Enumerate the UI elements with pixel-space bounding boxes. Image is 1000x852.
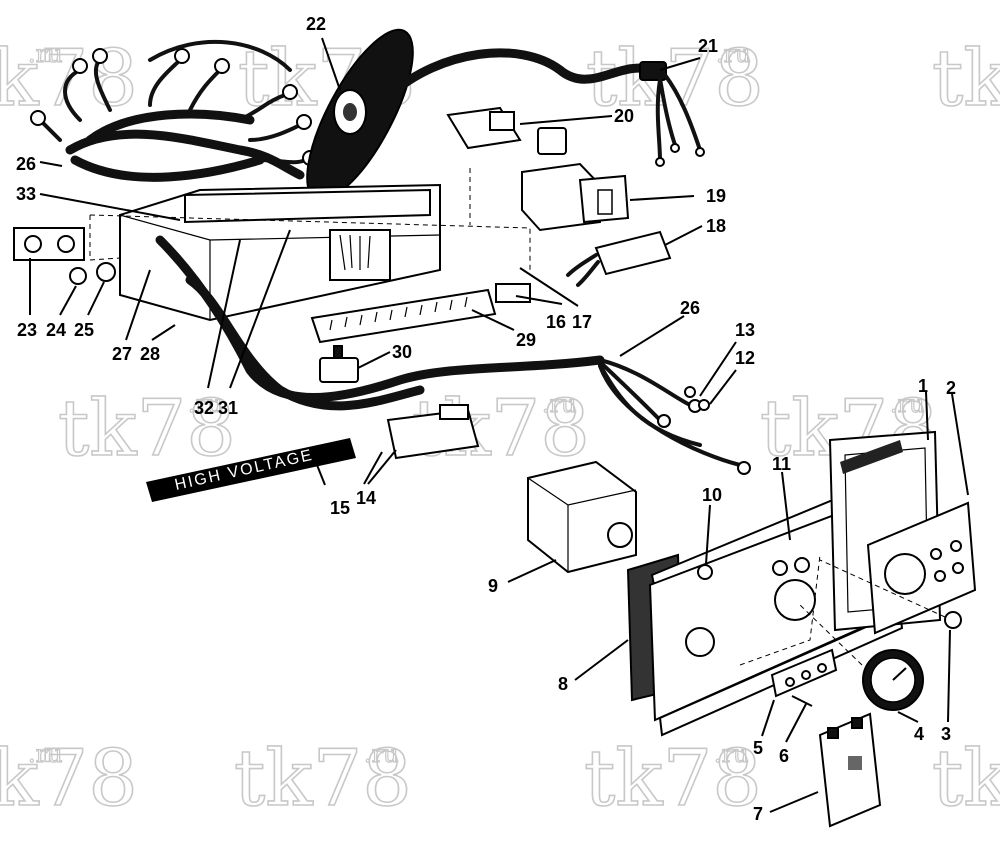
terminal-strip [566, 230, 672, 287]
callout-14: 14 [356, 488, 376, 508]
switch [319, 345, 359, 383]
cable-connector [639, 61, 705, 167]
callout-30: 30 [392, 342, 412, 362]
lens-24 [69, 267, 87, 285]
callout-22: 22 [306, 14, 326, 34]
block-16 [495, 283, 531, 303]
svg-text:.ru: .ru [890, 390, 925, 418]
watermark: tk78.ru [585, 33, 764, 125]
callout-23: 23 [17, 320, 37, 340]
watermark: tk78 [931, 33, 1000, 125]
callout-18: 18 [706, 216, 726, 236]
callout-10: 10 [702, 485, 722, 505]
svg-text:tk78: tk78 [932, 34, 1000, 124]
callout-20: 20 [614, 106, 634, 126]
callout-2: 2 [946, 378, 956, 398]
harness-ends [598, 358, 751, 475]
svg-text:tk78: tk78 [58, 384, 236, 474]
svg-text:.ru: .ru [28, 740, 63, 768]
callout-6: 6 [779, 746, 789, 766]
callout-32: 32 [194, 398, 214, 418]
callout-29: 29 [516, 330, 536, 350]
callout-5: 5 [753, 738, 763, 758]
callout-27: 27 [112, 344, 132, 364]
callout-17: 17 [572, 312, 592, 332]
callout-26-top: 26 [16, 154, 36, 174]
watermark: tk78 [931, 733, 1000, 825]
callout-9: 9 [488, 576, 498, 596]
watermark: tk78.ru [233, 733, 412, 825]
callout-1: 1 [918, 376, 928, 396]
harness-branch [185, 275, 425, 411]
callout-21: 21 [698, 36, 718, 56]
svg-text:tk78: tk78 [586, 34, 764, 124]
plate-screw [791, 695, 813, 707]
watermark: tk78.ru [57, 383, 236, 475]
transformer [527, 460, 637, 574]
svg-text:.ru: .ru [364, 740, 399, 768]
watermark: tk78.ru [0, 733, 139, 825]
terminal-board [310, 288, 497, 344]
callout-31: 31 [218, 398, 238, 418]
svg-text:.ru: .ru [28, 40, 63, 68]
callout-19: 19 [706, 186, 726, 206]
callout-16: 16 [546, 312, 566, 332]
leader-lines [29, 37, 969, 813]
watermark: tk78.ru [583, 733, 762, 825]
callout-13: 13 [735, 320, 755, 340]
label-plate [770, 648, 838, 698]
svg-text:tk78: tk78 [0, 734, 138, 824]
callout-11: 11 [772, 454, 791, 474]
callout-numbers: 1 2 3 4 5 6 7 8 9 10 11 12 13 14 15 16 1… [16, 14, 956, 824]
callout-3: 3 [941, 724, 951, 744]
callout-26-mid: 26 [680, 298, 700, 318]
svg-text:tk78: tk78 [584, 734, 762, 824]
instruction-pouch [818, 712, 882, 828]
gasket-strip [840, 440, 903, 474]
svg-text:tk78: tk78 [234, 734, 412, 824]
lamp-25 [96, 262, 116, 282]
cable-to-connector [385, 48, 655, 100]
callout-25: 25 [74, 320, 94, 340]
svg-text:.ru: .ru [714, 740, 749, 768]
wiring-harness-top [30, 39, 318, 182]
relay-block [521, 162, 630, 232]
svg-text:tk78: tk78 [932, 734, 1000, 824]
callout-4: 4 [914, 724, 924, 744]
svg-text:.ru: .ru [188, 390, 223, 418]
callout-8: 8 [558, 674, 568, 694]
svg-text:.ru: .ru [542, 390, 577, 418]
callout-24: 24 [46, 320, 66, 340]
callout-15: 15 [330, 498, 350, 518]
mounting-screw [819, 559, 962, 629]
callout-12: 12 [735, 348, 755, 368]
indicator-panel [13, 227, 85, 261]
callout-28: 28 [140, 344, 160, 364]
meter-cover [866, 501, 977, 635]
callout-7: 7 [753, 804, 763, 824]
ring-terminals [684, 386, 710, 411]
watermark-layer: tk78.ru tk78.ru tk78.ru tk78 tk78.ru tk7… [0, 33, 1000, 825]
connector-block [386, 404, 480, 460]
callout-33: 33 [16, 184, 36, 204]
svg-text:.ru: .ru [716, 40, 751, 68]
relay-bracket [446, 106, 567, 155]
panel-meter [799, 604, 924, 711]
